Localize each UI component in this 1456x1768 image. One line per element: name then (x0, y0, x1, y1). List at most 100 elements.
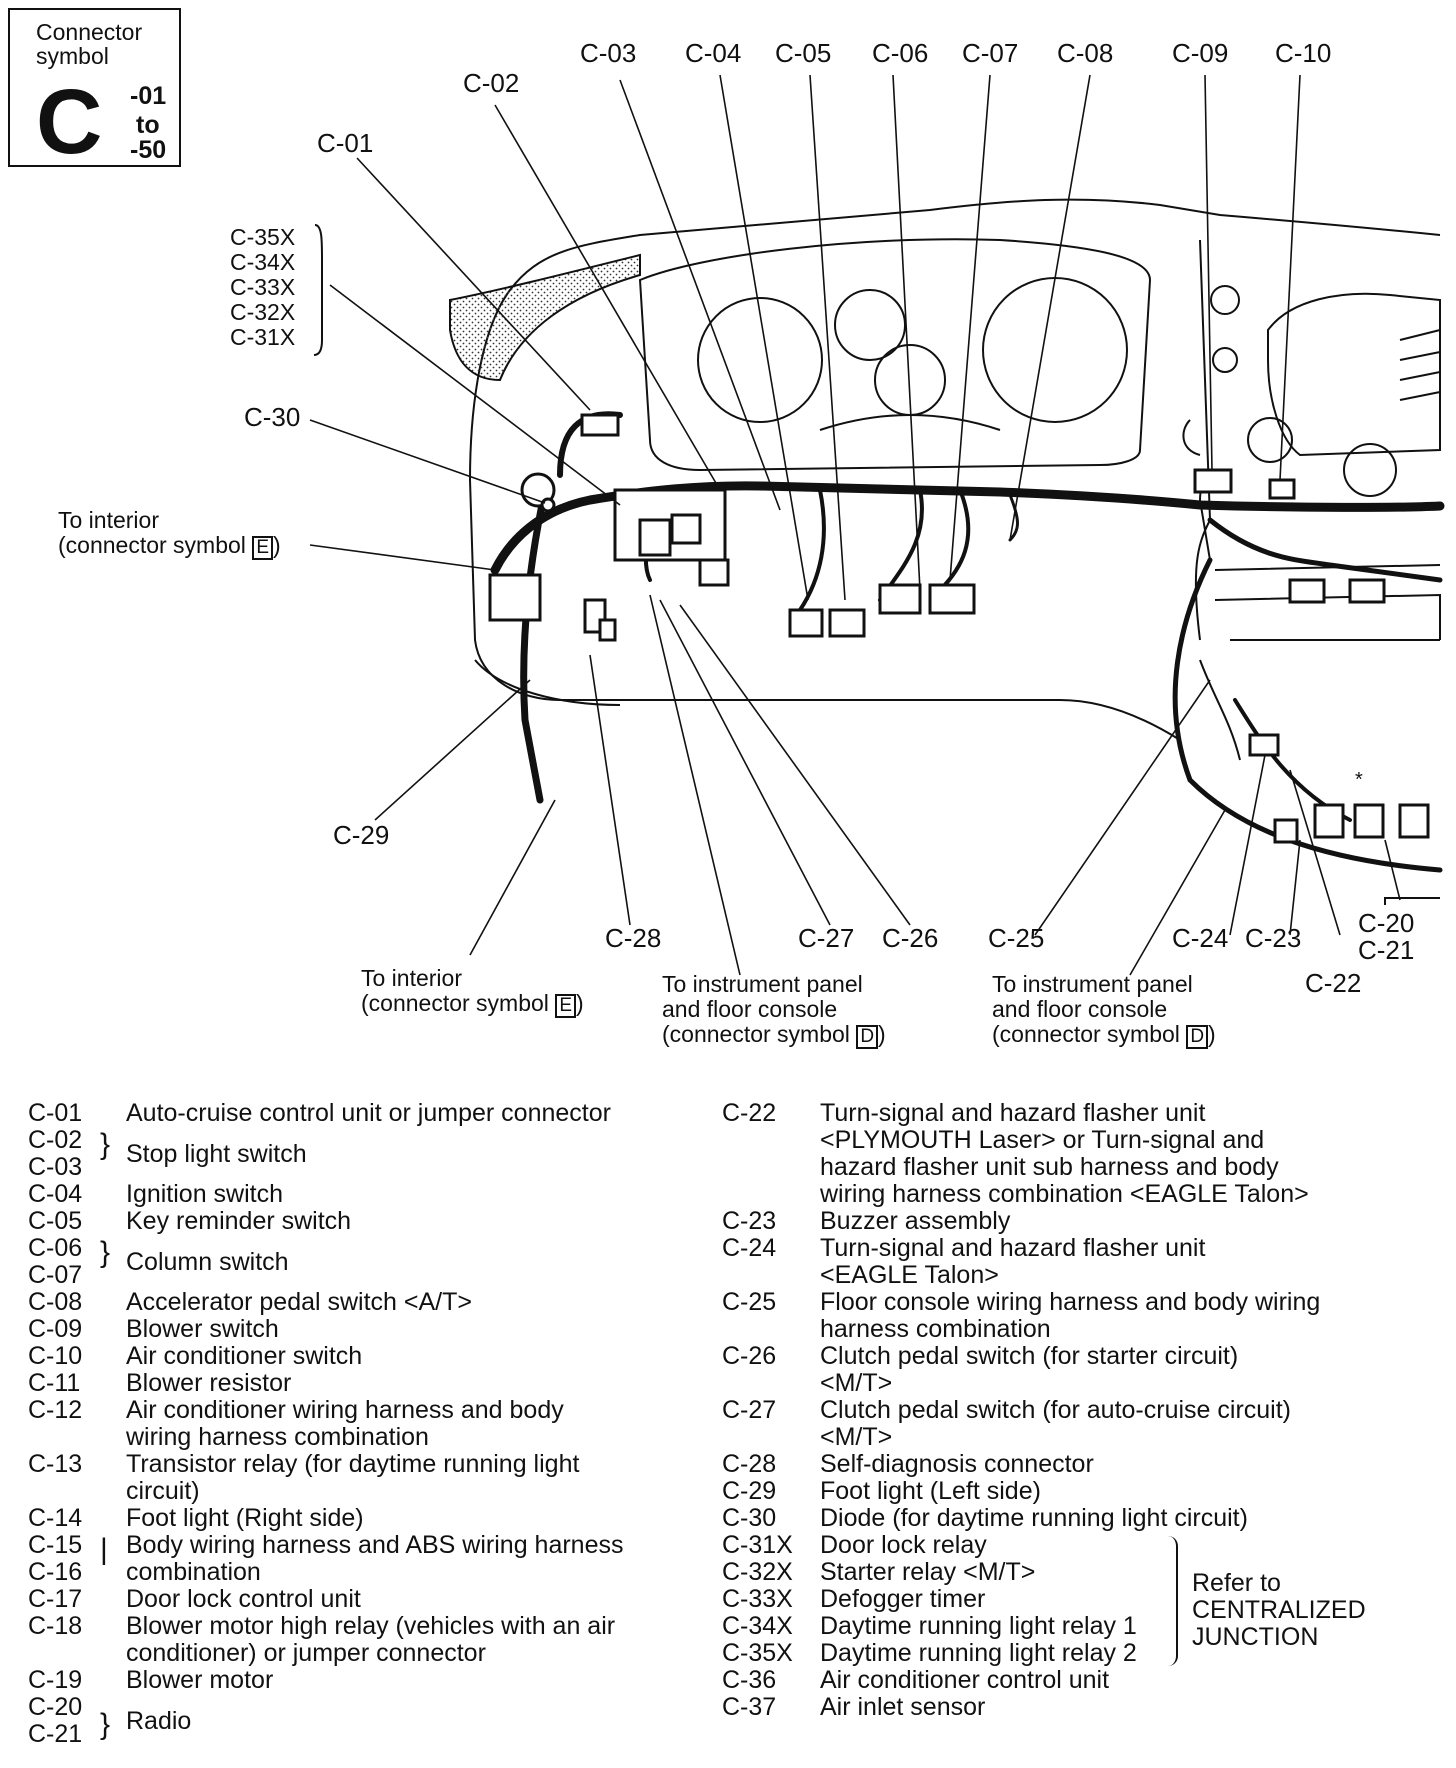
note-text: (connector symbol (58, 532, 246, 558)
legend-description: Door lock relay (820, 1531, 987, 1559)
label-c26: C-26 (882, 923, 939, 953)
legend-code: C-32X (722, 1558, 793, 1586)
note-line: and floor console (662, 996, 838, 1022)
label-c32x: C-32X (230, 299, 296, 325)
symbol-d: D (1186, 1025, 1209, 1049)
label-c07: C-07 (962, 38, 1019, 68)
asterisk-marker: * (1355, 769, 1363, 791)
label-c20: C-20 (1358, 908, 1415, 938)
main-harness (490, 481, 1445, 575)
symbol-d: D (856, 1025, 879, 1049)
legend-entry: C-26 Clutch pedal switch (for starter cir… (722, 1343, 1422, 1397)
legend-description: wiring harness combination <EAGLE Talon> (820, 1180, 1309, 1208)
legend-code: C-30 (722, 1504, 777, 1532)
legend-description: hazard flasher unit sub harness and body (820, 1153, 1279, 1181)
refer-line: Refer to (1192, 1569, 1281, 1597)
label-c01: C-01 (317, 128, 374, 158)
label-c34x: C-34X (230, 249, 296, 275)
legend-description: Transistor relay (for daytime running li… (126, 1450, 580, 1478)
legend-code: C-35X (722, 1639, 793, 1667)
note-line: To instrument panel (992, 971, 1193, 997)
label-c04: C-04 (685, 38, 742, 68)
label-c08: C-08 (1057, 38, 1114, 68)
label-c23: C-23 (1245, 923, 1302, 953)
brace-c06-c07: } (100, 1236, 111, 1269)
legend-code: C-34X (722, 1612, 793, 1640)
label-c03: C-03 (580, 38, 637, 68)
legend-code: C-15 (28, 1531, 83, 1559)
legend-description: Buzzer assembly (820, 1207, 1011, 1235)
legend-description: Daytime running light relay 2 (820, 1639, 1137, 1667)
refer-line: CENTRALIZED (1192, 1596, 1366, 1624)
legend-code: C-04 (28, 1180, 83, 1208)
legend-description: conditioner) or jumper connector (126, 1639, 486, 1667)
note-to-interior-upper: To interior (connector symbol E) (58, 508, 281, 560)
gauge-cluster (638, 238, 1152, 472)
column-shroud (449, 253, 641, 382)
label-c25: C-25 (988, 923, 1045, 953)
legend-code: C-01 (28, 1099, 83, 1127)
legend-entry: C-21 (28, 1721, 688, 1748)
label-c31x: C-31X (230, 324, 296, 350)
legend-description: Accelerator pedal switch <A/T> (126, 1288, 472, 1316)
legend-description: Body wiring harness and ABS wiring harne… (126, 1531, 624, 1559)
legend-code: C-09 (28, 1315, 83, 1343)
legend-description: Foot light (Left side) (820, 1477, 1041, 1505)
brace-c02-c03: } (100, 1128, 111, 1161)
label-c10: C-10 (1275, 38, 1332, 68)
legend-description: Air inlet sensor (820, 1693, 986, 1721)
legend-entry: C-31X Door lock relay (722, 1532, 1422, 1559)
brace-c20-c21: } (100, 1708, 111, 1741)
legend-code: C-16 (28, 1558, 83, 1586)
note-line: (connector symbol D) (662, 1021, 886, 1049)
range-start: -01 (130, 82, 167, 110)
legend-code: C-03 (28, 1153, 83, 1181)
legend-code: C-11 (28, 1369, 81, 1397)
label-c30: C-30 (244, 402, 301, 432)
legend-code: C-31X (722, 1531, 793, 1559)
symbol-e: E (555, 994, 576, 1018)
legend-description: Blower switch (126, 1315, 279, 1343)
note-text: (connector symbol (361, 990, 549, 1016)
label-c27: C-27 (798, 923, 855, 953)
legend-description: Turn-signal and hazard flasher unit (820, 1234, 1206, 1262)
label-c29: C-29 (333, 820, 390, 850)
legend-description: Floor console wiring harness and body wi… (820, 1288, 1321, 1316)
legend-description: Self-diagnosis connector (820, 1450, 1094, 1478)
connector-symbol-box: Connector symbol C -01 to -50 (8, 8, 181, 173)
legend-code: C-22 (722, 1099, 777, 1127)
legend-code: C-27 (722, 1396, 777, 1424)
legend-description: Clutch pedal switch (for starter circuit… (820, 1342, 1239, 1370)
legend-description: wiring harness combination (126, 1423, 429, 1451)
note-line: (connector symbol E) (58, 532, 281, 560)
legend-code: C-07 (28, 1261, 83, 1289)
legend-description: combination (126, 1558, 261, 1586)
note-line: (connector symbol D) (992, 1021, 1216, 1049)
label-c21: C-21 (1358, 935, 1415, 965)
legend-code: C-02 (28, 1126, 83, 1154)
legend-entry: C-16 combination (28, 1559, 688, 1586)
legend-description: Air conditioner wiring harness and body (126, 1396, 564, 1424)
legend-code: C-26 (722, 1342, 777, 1370)
legend-code: C-33X (722, 1585, 793, 1613)
connector-symbol-letter: C (36, 71, 103, 173)
legend-description: Door lock control unit (126, 1585, 361, 1613)
dashboard-outline (469, 198, 1441, 481)
